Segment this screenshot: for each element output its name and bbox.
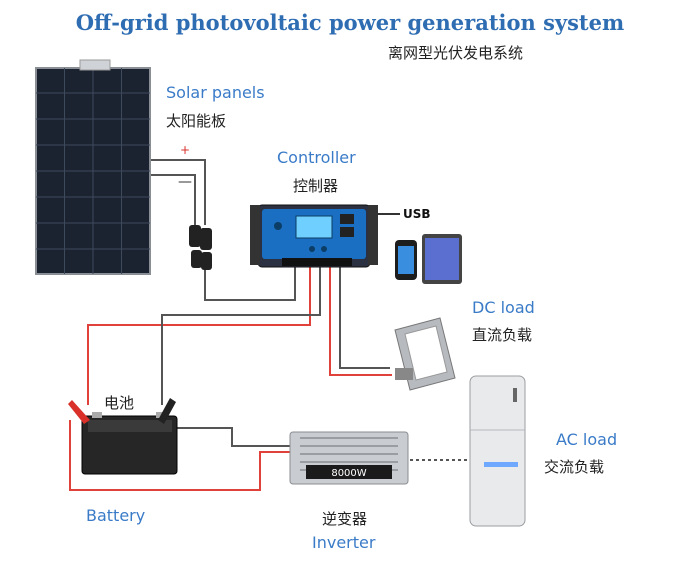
ac-load-label-cn: 交流负载 xyxy=(544,458,605,476)
diagram-title: Off-grid photovoltaic power generation s… xyxy=(75,10,625,35)
inverter-brand-text: 8000W xyxy=(331,468,366,479)
battery-clip-negative xyxy=(158,398,176,424)
battery xyxy=(68,398,178,475)
battery-to-inverter-negative xyxy=(168,427,292,447)
wiring xyxy=(69,159,468,491)
ac-load-label-en: AC load xyxy=(556,430,618,449)
dc-load-floodlight xyxy=(394,317,456,391)
battery-label-cn: 电池 xyxy=(104,394,135,412)
usb-label: USB xyxy=(403,207,431,221)
solar-panel-label-en: Solar panels xyxy=(166,83,265,102)
solar-panel-label-cn: 太阳能板 xyxy=(166,112,227,130)
battery-clip-positive xyxy=(68,400,90,424)
controller-to-dcload-wire-2 xyxy=(339,262,390,369)
panel-positive-wire xyxy=(150,159,206,225)
mc4-connectors xyxy=(189,225,212,270)
charge-controller xyxy=(250,204,400,268)
dc-load-label-en: DC load xyxy=(472,298,535,317)
battery-to-inverter-positive xyxy=(69,420,292,491)
controller-to-battery-negative xyxy=(161,262,321,405)
dc-load-label-cn: 直流负载 xyxy=(472,326,533,344)
battery-label-en: Battery xyxy=(86,506,146,525)
inverter-label-cn: 逆变器 xyxy=(322,510,368,528)
controller-to-battery-positive xyxy=(87,262,311,405)
usb-devices xyxy=(395,234,462,284)
inverter: 8000W xyxy=(289,431,409,485)
controller-to-dcload-wire-1 xyxy=(329,262,392,376)
controller-label-en: Controller xyxy=(277,148,356,167)
solar-panel xyxy=(35,59,151,275)
panel-negative-wire xyxy=(150,174,196,225)
negative-sign: — xyxy=(178,174,192,190)
pv-to-controller-wire-1 xyxy=(204,262,296,301)
diagram-subtitle: 离网型光伏发电系统 xyxy=(388,44,524,62)
controller-label-cn: 控制器 xyxy=(293,177,339,195)
positive-sign: + xyxy=(180,143,191,157)
ac-load-refrigerator xyxy=(469,375,526,527)
inverter-label-en: Inverter xyxy=(312,533,376,552)
